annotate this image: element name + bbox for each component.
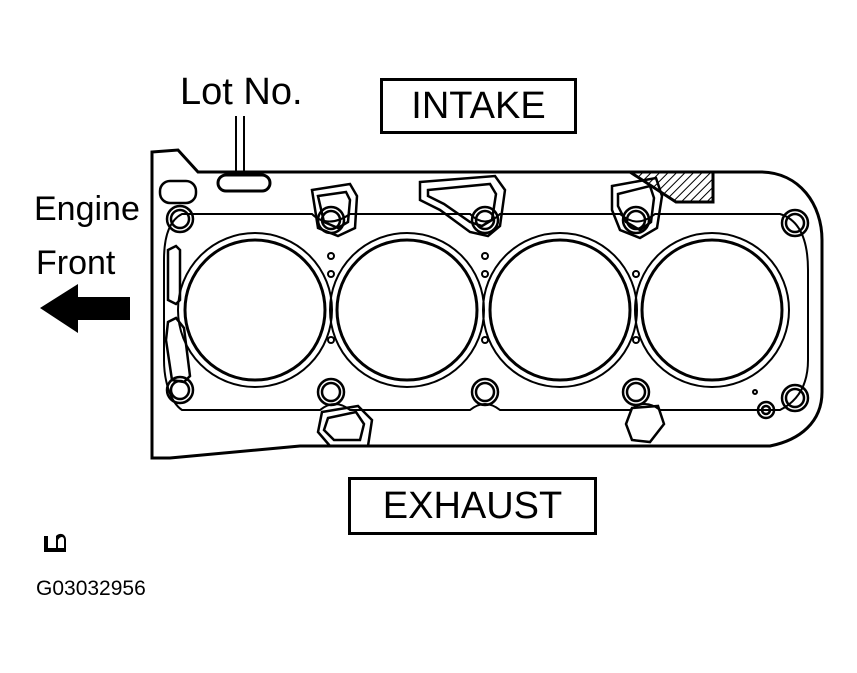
- cylinder-bore-3: [488, 238, 632, 382]
- arrow-left-icon: [40, 284, 130, 333]
- lot-number-slot: [216, 173, 272, 193]
- cylinder-bore-2: [335, 238, 479, 382]
- cylinder-bores: [177, 232, 790, 388]
- scroll-note-icon: [44, 533, 66, 552]
- dowel-dots: [327, 252, 758, 395]
- gasket-outline: [150, 148, 824, 460]
- cylinder-bore-4: [640, 238, 784, 382]
- lot-number-label: Lot No.: [180, 71, 303, 113]
- passage-ports: [158, 174, 666, 448]
- cylinder-bore-1: [183, 238, 327, 382]
- engine-label: Engine: [34, 190, 140, 228]
- exhaust-label: EXHAUST: [348, 477, 597, 535]
- figure-code: G03032956: [36, 577, 146, 600]
- intake-label: INTAKE: [380, 78, 577, 134]
- front-label: Front: [36, 244, 116, 282]
